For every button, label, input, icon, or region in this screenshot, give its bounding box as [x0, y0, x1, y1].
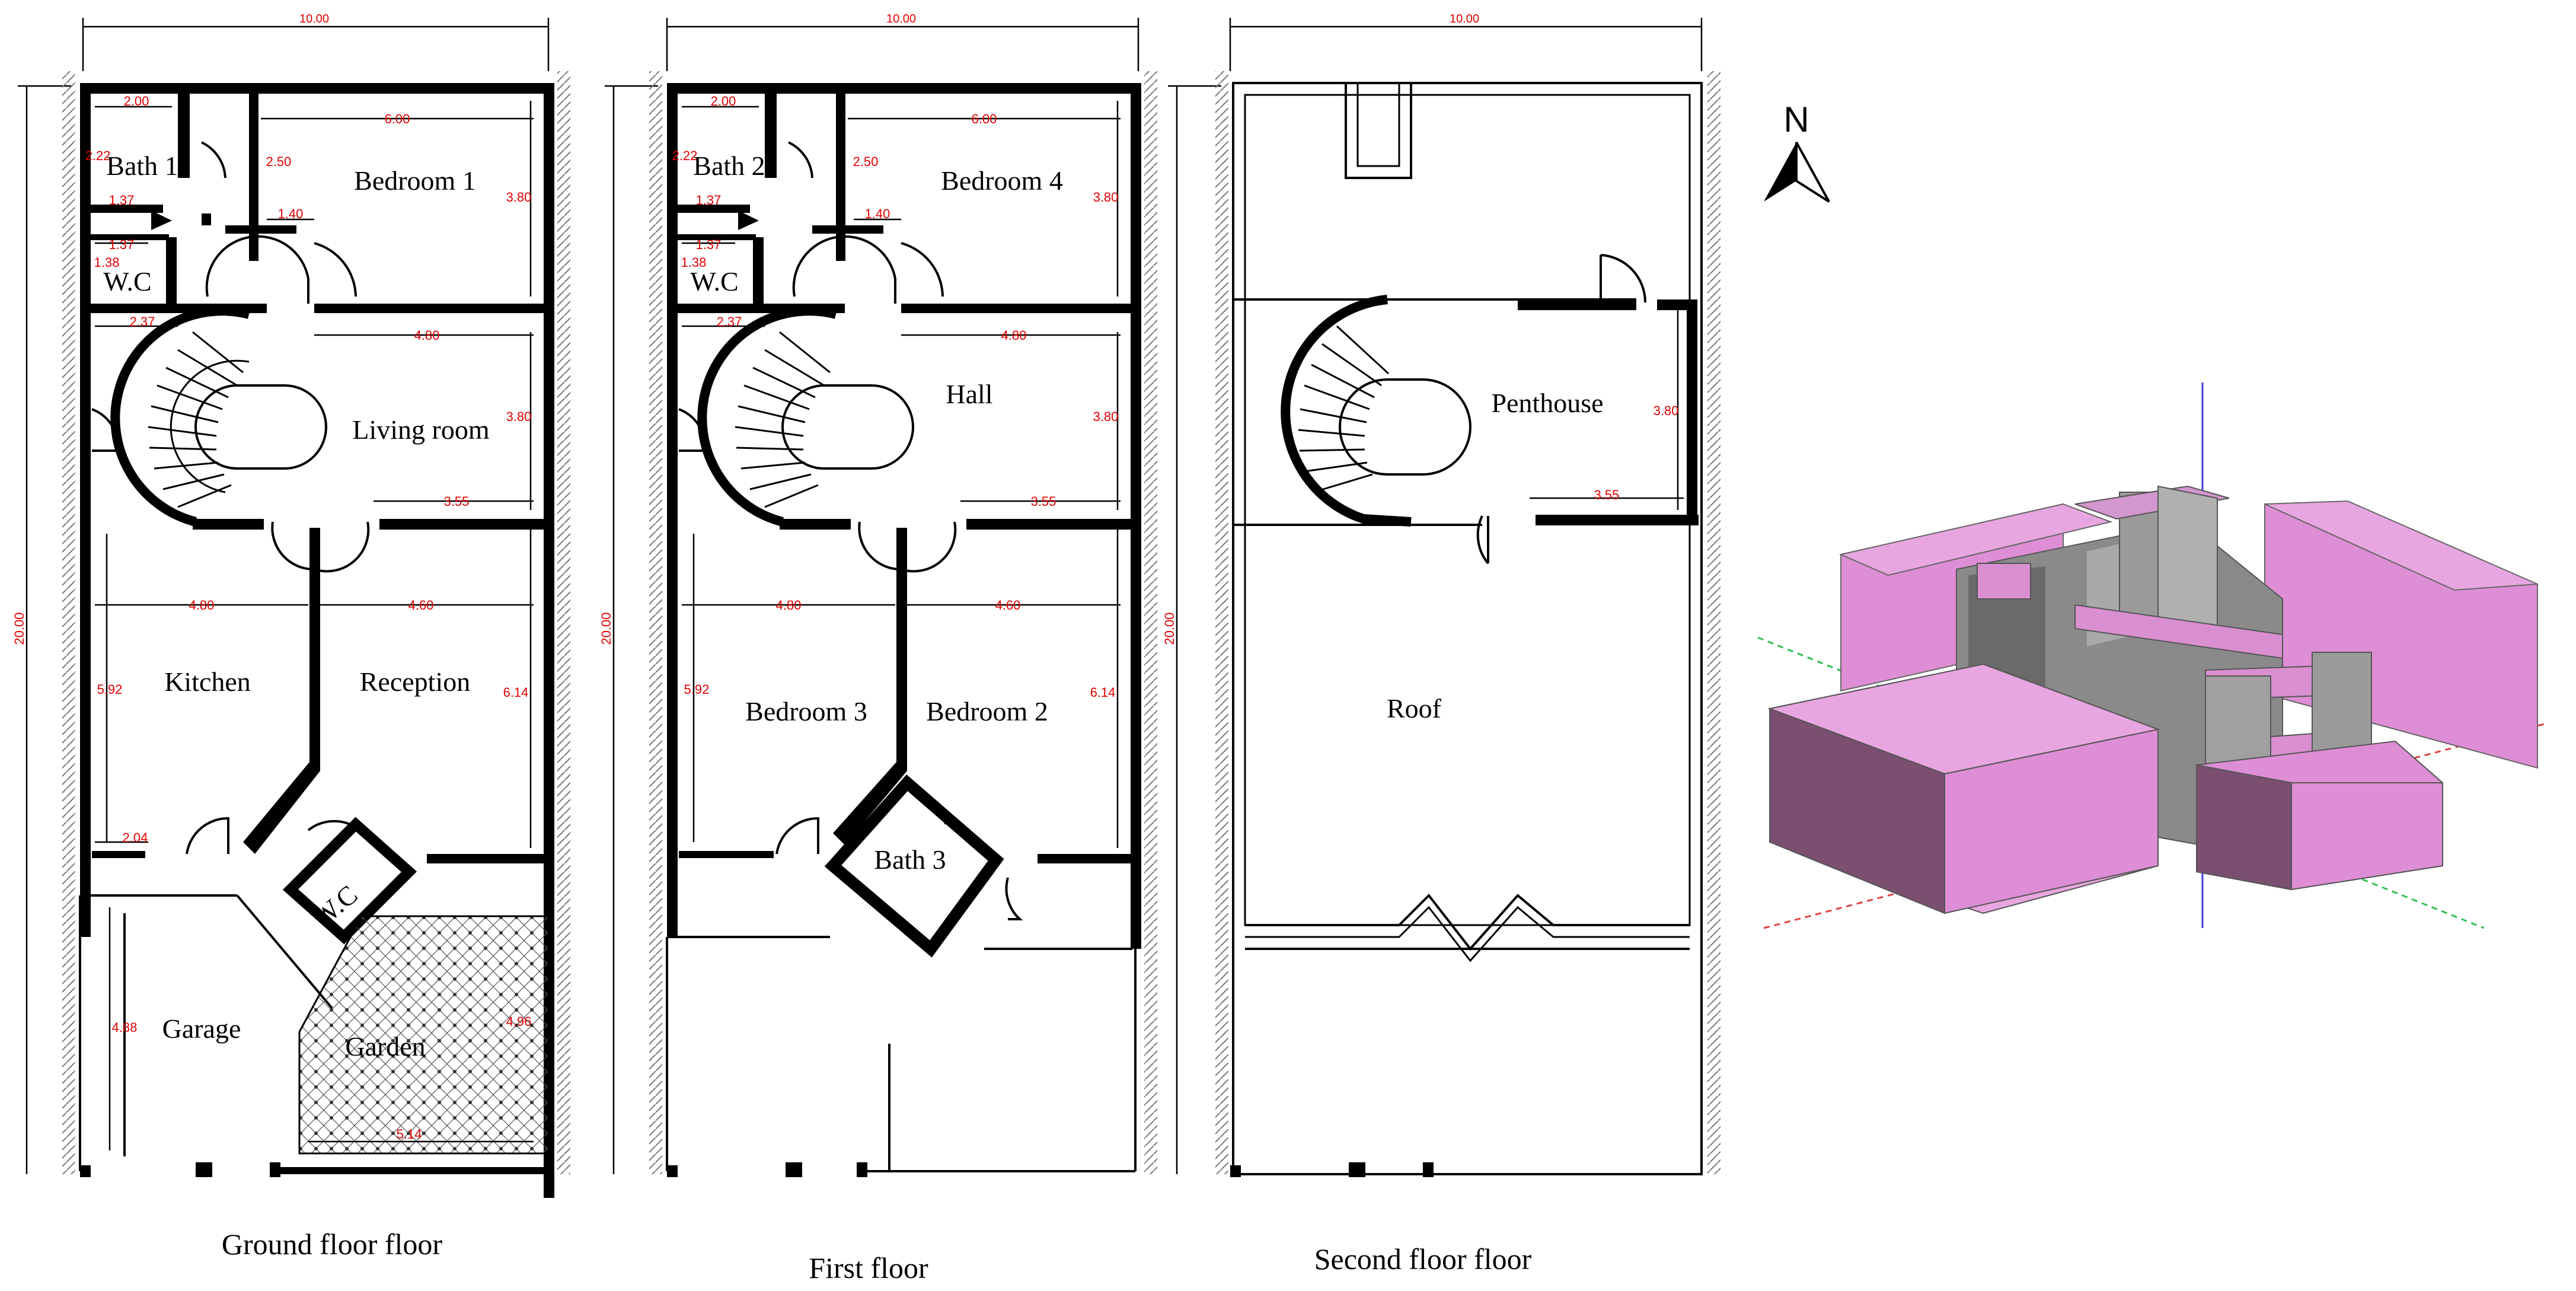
svg-text:5.92: 5.92: [684, 682, 710, 697]
plan-caption: Second floor floor: [1314, 1242, 1532, 1276]
room-label: Bath 3: [874, 844, 946, 875]
ground-stair: [110, 306, 327, 527]
svg-text:1.38: 1.38: [94, 255, 120, 270]
first-dimensions: 10.00 20.00: [599, 12, 1139, 1174]
svg-text:4.80: 4.80: [189, 598, 215, 613]
top-dim-label: 10.00: [886, 12, 916, 25]
svg-text:3.80: 3.80: [1093, 190, 1119, 205]
svg-text:4.88: 4.88: [112, 1020, 138, 1035]
svg-text:5.14: 5.14: [397, 1127, 422, 1142]
ground-floor-plan: 10.00 20.00: [12, 12, 570, 1261]
svg-text:3.55: 3.55: [1594, 487, 1620, 502]
room-label: Garage: [162, 1013, 241, 1044]
svg-text:4.80: 4.80: [414, 328, 440, 343]
room-label: Bedroom 1: [354, 165, 476, 196]
svg-text:1.38: 1.38: [681, 255, 707, 270]
left-dim-label: 20.00: [1162, 612, 1177, 645]
svg-text:2.00: 2.00: [124, 94, 149, 109]
svg-text:2.37: 2.37: [717, 314, 742, 329]
svg-text:2.00: 2.00: [711, 94, 736, 109]
left-dim-label: 20.00: [12, 612, 27, 645]
svg-text:3.80: 3.80: [506, 409, 532, 424]
second-interior-dims: 3.80 3.55: [1530, 308, 1684, 510]
ground-dimensions: 10.00 20.00: [12, 12, 550, 1174]
svg-text:1.37: 1.37: [696, 193, 722, 208]
room-label: Bath 1: [106, 151, 178, 181]
room-label: Hall: [946, 379, 992, 409]
plan-caption: First floor: [809, 1251, 928, 1284]
room-label: Penthouse: [1491, 388, 1603, 418]
room-label: Living room: [352, 415, 489, 445]
svg-text:2.37: 2.37: [130, 314, 155, 329]
svg-text:4.80: 4.80: [1001, 328, 1027, 343]
svg-text:3.80: 3.80: [1654, 403, 1679, 418]
building-3d-model: [1757, 382, 2547, 929]
svg-text:2.50: 2.50: [853, 154, 879, 169]
svg-text:3.80: 3.80: [506, 190, 532, 205]
svg-text:6.14: 6.14: [1090, 685, 1116, 700]
svg-text:1.37: 1.37: [696, 237, 722, 252]
second-stair: [1281, 295, 1471, 527]
svg-text:3.55: 3.55: [444, 494, 470, 509]
top-dim-label: 10.00: [1450, 12, 1479, 25]
svg-text:1.40: 1.40: [865, 206, 890, 221]
room-label: W.C: [690, 266, 738, 297]
svg-text:5.92: 5.92: [97, 682, 123, 697]
room-label: W.C: [103, 266, 151, 297]
room-label: Bedroom 2: [926, 696, 1048, 726]
north-label: N: [1783, 100, 1809, 139]
svg-text:4.96: 4.96: [506, 1014, 532, 1029]
svg-text:6.00: 6.00: [385, 111, 410, 126]
top-dim-label: 10.00: [299, 12, 329, 25]
room-label: Reception: [360, 667, 471, 697]
svg-text:2.22: 2.22: [85, 148, 111, 163]
svg-text:2.50: 2.50: [266, 154, 292, 169]
room-label: Bath 2: [693, 151, 765, 181]
room-label: Kitchen: [164, 667, 251, 697]
first-interior-dims: 2.00 6.00 2.22 2.50 1.37 1.40 1.37 1.38 …: [672, 94, 1121, 848]
first-floor-plan: 10.00 20.00: [599, 12, 1157, 1284]
room-label: Garden: [345, 1031, 425, 1062]
north-arrow: N: [1764, 100, 1830, 203]
plan-caption: Ground floor floor: [222, 1228, 442, 1261]
ground-interior-dims: 2.00 6.00 2.22 2.50 1.37 1.40 1.37 1.38 …: [85, 94, 534, 1150]
axis-x: [1763, 722, 2547, 929]
room-label: Bedroom 4: [941, 165, 1063, 196]
room-label: Roof: [1387, 693, 1442, 723]
svg-text:6.14: 6.14: [503, 685, 529, 700]
svg-text:2.22: 2.22: [672, 148, 698, 163]
left-dim-label: 20.00: [599, 612, 614, 645]
svg-text:4.60: 4.60: [408, 598, 434, 613]
first-stair: [697, 306, 914, 527]
second-floor-plan: 10.00 20.00: [1162, 12, 1720, 1276]
svg-text:1.37: 1.37: [109, 237, 135, 252]
svg-text:1.37: 1.37: [109, 193, 135, 208]
svg-text:1.40: 1.40: [278, 206, 304, 221]
svg-text:4.60: 4.60: [995, 598, 1021, 613]
svg-text:3.80: 3.80: [1093, 409, 1119, 424]
room-label: Bedroom 3: [745, 696, 867, 726]
svg-text:2.04: 2.04: [123, 830, 148, 845]
svg-text:4.80: 4.80: [776, 598, 802, 613]
svg-text:3.55: 3.55: [1031, 494, 1056, 509]
second-dimensions: 10.00 20.00: [1162, 12, 1703, 1174]
svg-text:6.00: 6.00: [972, 111, 997, 126]
